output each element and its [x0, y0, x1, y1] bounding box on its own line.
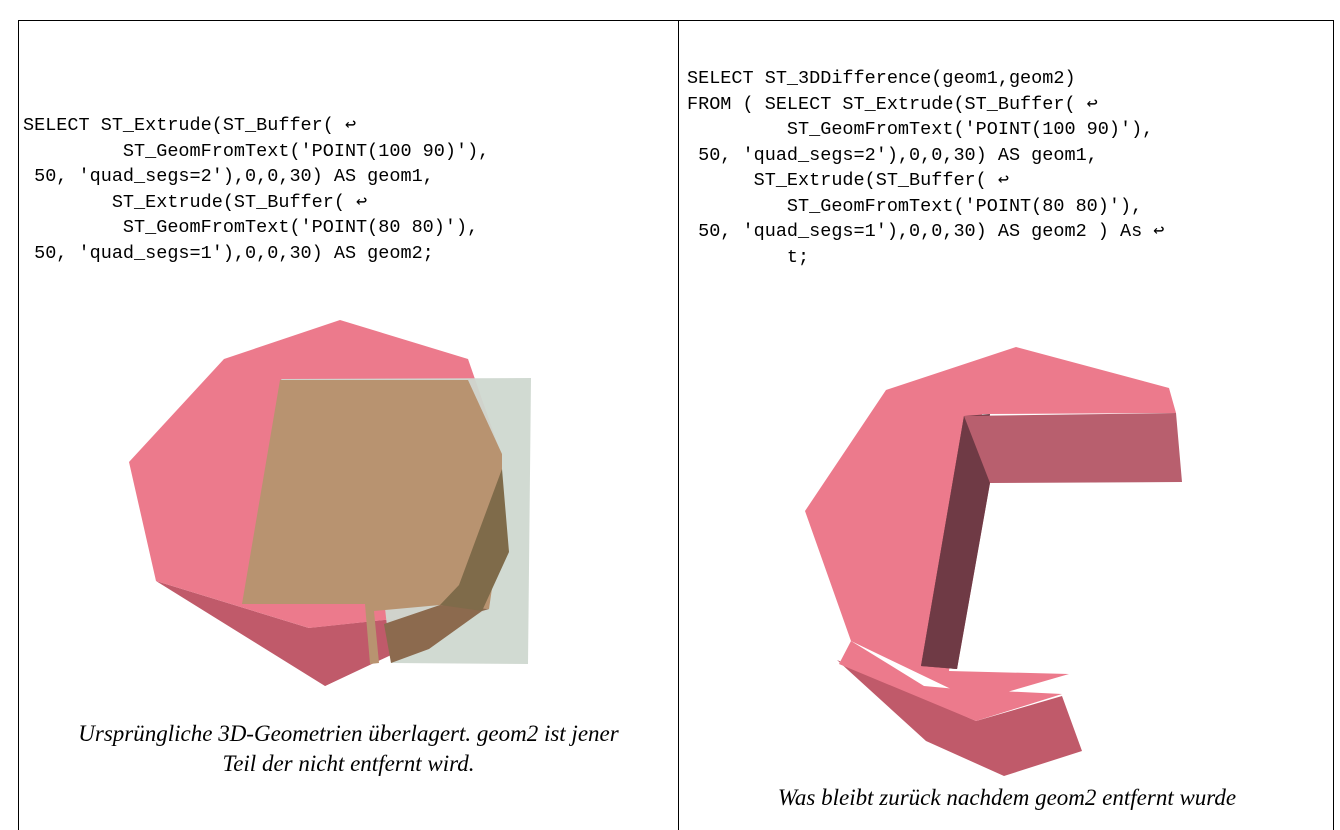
code-line: 50, 'quad_segs=2'),0,0,30) AS geom1, [687, 144, 1098, 166]
sql-code-block-right: SELECT ST_3DDifference(geom1,geom2) FROM… [687, 66, 1164, 270]
code-line: ST_Extrude(ST_Buffer( ↩ [687, 170, 1009, 191]
geom2-overlap-side [440, 469, 509, 611]
geom2-overlap-face [242, 380, 502, 664]
code-line: ST_GeomFromText('POINT(100 90)'), [23, 140, 490, 162]
overlay-3d-geometries-image [129, 320, 531, 686]
code-line: ST_GeomFromText('POINT(80 80)'), [23, 217, 479, 238]
caption-line: Teil der nicht entfernt wird. [222, 751, 475, 776]
code-line: ST_GeomFromText('POINT(80 80)'), [687, 195, 1143, 217]
code-line: SELECT ST_Extrude(ST_Buffer( ↩ [23, 115, 357, 136]
code-line: SELECT ST_3DDifference(geom1,geom2) [687, 68, 1076, 89]
comparison-table: SELECT ST_Extrude(ST_Buffer( ↩ ST_GeomFr… [18, 20, 1334, 830]
code-line: t; [687, 246, 810, 268]
figure-caption-left: Ursprüngliche 3D-Geometrien überlagert. … [27, 719, 670, 779]
table-cell-right: SELECT ST_3DDifference(geom1,geom2) FROM… [679, 21, 1333, 830]
caption-line: Ursprüngliche 3D-Geometrien überlagert. … [78, 721, 619, 746]
code-line: 50, 'quad_segs=2'),0,0,30) AS geom1, [23, 166, 434, 187]
result-inner-wall-shadow [921, 416, 990, 669]
code-line: ST_GeomFromText('POINT(100 90)'), [687, 119, 1154, 140]
difference-result-3d-image [805, 347, 1182, 776]
code-line: 50, 'quad_segs=1'),0,0,30) AS geom2 ) As… [687, 221, 1165, 242]
code-line: 50, 'quad_segs=1'),0,0,30) AS geom2; [23, 242, 434, 264]
figure-caption-right: Was bleibt zurück nachdem geom2 entfernt… [777, 785, 1237, 810]
geom2-overlap-side [384, 605, 489, 663]
result-bottom-side [837, 660, 1082, 776]
result-top-face [805, 347, 1176, 701]
code-line: ST_Extrude(ST_Buffer( ↩ [23, 191, 368, 213]
result-bottom-top [839, 641, 1062, 721]
geom1-side-face [309, 519, 509, 686]
table-cell-left: SELECT ST_Extrude(ST_Buffer( ↩ ST_GeomFr… [19, 21, 679, 830]
code-line: FROM ( SELECT ST_Extrude(ST_Buffer( ↩ [687, 93, 1098, 115]
sql-code-block-left: SELECT ST_Extrude(ST_Buffer( ↩ ST_GeomFr… [23, 113, 489, 266]
